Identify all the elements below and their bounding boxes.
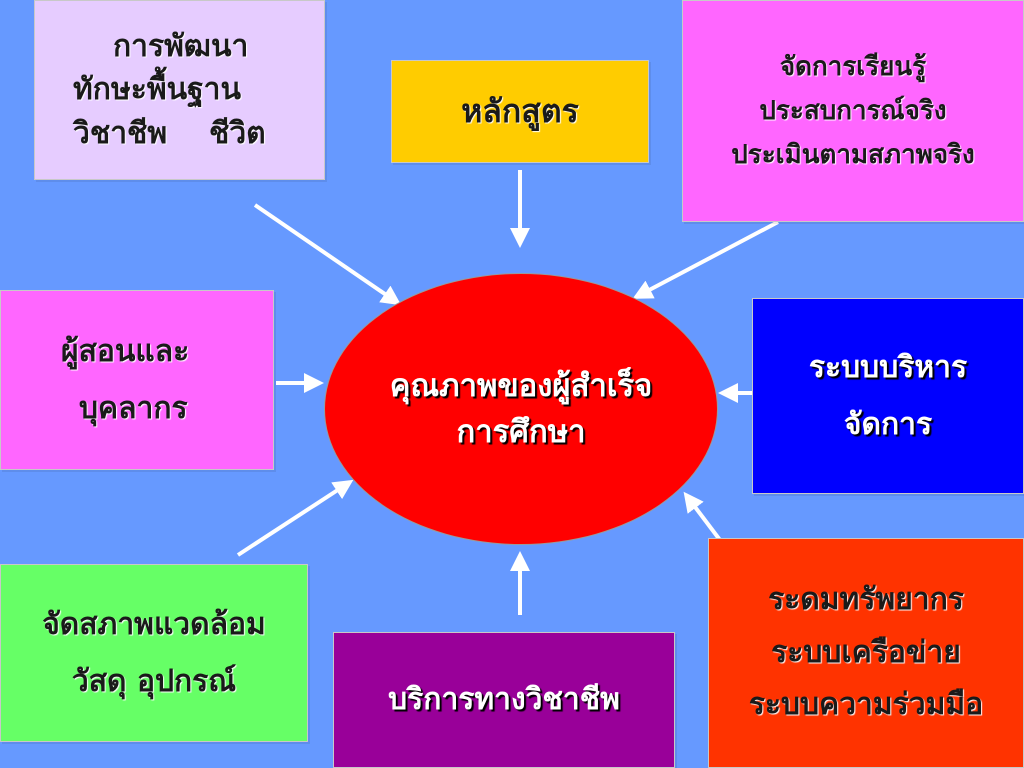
learning-line-2: ประสบการณ์จริง (759, 95, 947, 126)
services-line-1: บริการทางวิชาชีพ (388, 682, 620, 718)
arrow-skills (253, 203, 402, 306)
learning-line-3: ประเมินตามสภาพจริง (731, 140, 975, 171)
box-environment: จัดสภาพแวดล้อม วัสดุ อุปกรณ์ (0, 564, 308, 742)
resources-line-1: ระดมทรัพยากร (768, 582, 964, 618)
curriculum-line-1: หลักสูตร (461, 92, 579, 131)
management-line-2: จัดการ (843, 407, 933, 442)
arrow-learning (632, 220, 779, 299)
arrow-environment (236, 479, 354, 557)
skills-line-1: การพัฒนา (113, 28, 249, 64)
teachers-line-1: ผู้สอนและ (61, 334, 190, 369)
learning-line-1: จัดการเรียนรู้ (779, 51, 927, 82)
environment-line-2: วัสดุ อุปกรณ์ (71, 664, 237, 699)
box-services: บริการทางวิชาชีพ (333, 632, 675, 768)
center-line-1: คุณภาพของผู้สำเร็จ (389, 367, 653, 404)
box-learning: จัดการเรียนรู้ ประสบการณ์จริง ประเมินตาม… (682, 0, 1024, 222)
skills-line-2: ทักษะพื้นฐาน (73, 72, 242, 108)
management-line-1: ระบบบริหาร (808, 350, 968, 385)
box-management: ระบบบริหาร จัดการ (752, 298, 1024, 494)
resources-line-3: ระบบความร่วมมือ (748, 687, 984, 723)
box-teachers: ผู้สอนและ บุคลากร (0, 290, 274, 470)
box-curriculum: หลักสูตร (391, 60, 649, 163)
resources-line-2: ระบบเครือข่าย (771, 634, 961, 670)
box-skills: การพัฒนา ทักษะพื้นฐาน วิชาชีพ ชีวิต (34, 0, 325, 180)
center-ellipse: คุณภาพของผู้สำเร็จ การศึกษา (324, 273, 718, 545)
box-resources: ระดมทรัพยากร ระบบเครือข่าย ระบบความร่วมม… (708, 538, 1024, 768)
skills-line-3: วิชาชีพ ชีวิต (73, 115, 266, 151)
center-line-2: การศึกษา (456, 414, 586, 450)
teachers-line-2: บุคลากร (79, 391, 188, 426)
environment-line-1: จัดสภาพแวดล้อม (42, 607, 266, 642)
